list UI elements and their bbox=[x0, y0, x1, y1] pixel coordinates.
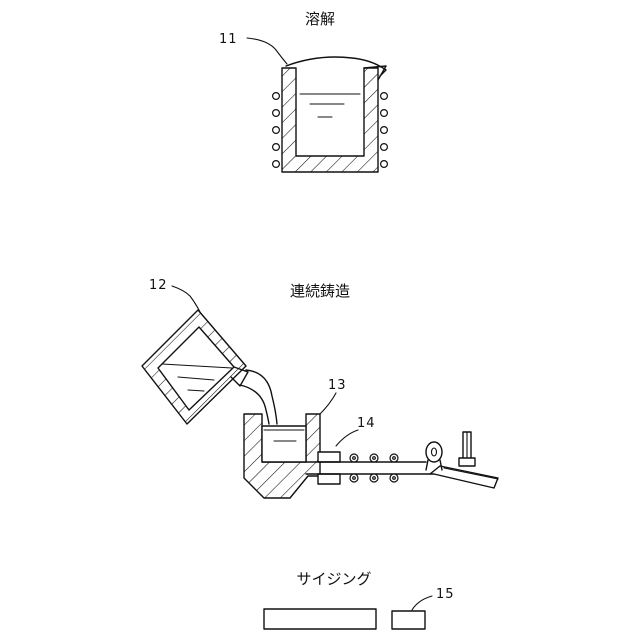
sizing-unit-leader-line bbox=[412, 596, 432, 610]
casting-mold-ref-label: 14 bbox=[357, 416, 376, 431]
casting-mold-leader-line bbox=[336, 430, 358, 446]
right-induction-coil bbox=[381, 93, 388, 168]
sizing-stage: サイジング 15 bbox=[264, 570, 455, 629]
continuous-casting-heading: 連続鋳造 bbox=[290, 282, 350, 300]
melting-furnace bbox=[273, 57, 388, 172]
sized-bar bbox=[264, 609, 376, 629]
shear-post bbox=[459, 432, 475, 466]
sizing-heading: サイジング bbox=[296, 570, 371, 588]
melting-heading: 溶解 bbox=[305, 10, 335, 28]
melting-stage: 溶解 11 bbox=[219, 10, 387, 172]
ladle-ref-label: 12 bbox=[149, 278, 168, 293]
continuous-casting-stage: 連続鋳造 12 13 14 bbox=[142, 278, 498, 498]
furnace-ref-label: 11 bbox=[219, 32, 238, 47]
casting-mold bbox=[318, 452, 340, 484]
furnace-leader-line bbox=[247, 38, 287, 64]
tundish-basin bbox=[262, 426, 306, 462]
pinch-rolls bbox=[350, 454, 398, 482]
furnace-crucible-wall bbox=[282, 68, 378, 172]
tundish-ref-label: 13 bbox=[328, 378, 347, 393]
ladle-leader-line bbox=[172, 286, 200, 312]
casting-mold-lower-block bbox=[318, 474, 340, 484]
tundish bbox=[244, 414, 320, 498]
tundish-leader-line bbox=[320, 393, 336, 414]
ladle bbox=[142, 310, 248, 424]
sizing-unit bbox=[392, 611, 425, 629]
sizing-unit-ref-label: 15 bbox=[436, 587, 455, 602]
left-induction-coil bbox=[273, 93, 280, 168]
casting-mold-upper-block bbox=[318, 452, 340, 462]
